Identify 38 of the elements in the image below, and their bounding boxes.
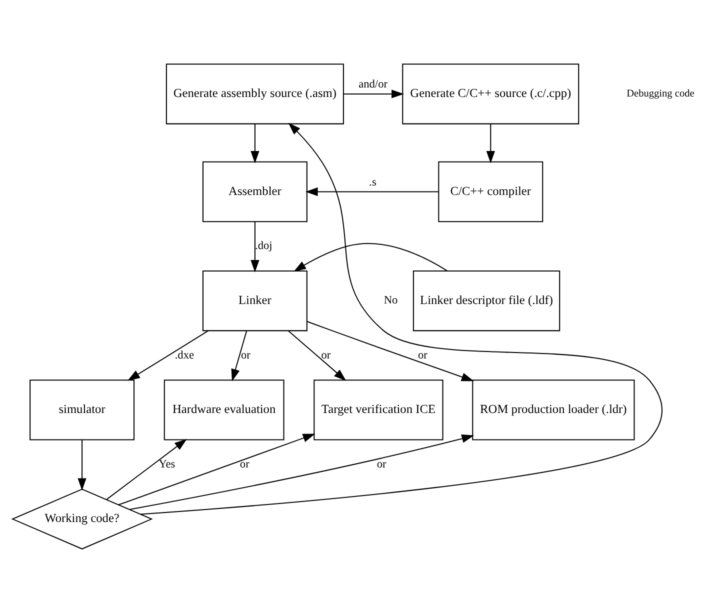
- edge-label: .doj: [255, 240, 272, 252]
- arrow: [250, 221, 260, 272]
- edge-label: or: [240, 458, 250, 470]
- edge-label: No: [384, 294, 398, 306]
- node-box: Hardware evaluation: [164, 379, 284, 440]
- node-box: Assembler: [202, 160, 308, 222]
- edge-label: .dxe: [174, 348, 194, 361]
- edge-label: .s: [369, 176, 376, 188]
- arrow: [307, 320, 474, 381]
- edge-label: or: [240, 348, 250, 361]
- node-box: Generate C/C++ source (.c/.cpp): [402, 63, 580, 124]
- edge-label: or: [321, 348, 331, 361]
- arrow: [294, 242, 448, 272]
- arrow: [140, 122, 662, 514]
- edge-label: or: [376, 458, 386, 470]
- arrow: [486, 123, 495, 163]
- node-box: simulator: [30, 379, 135, 440]
- arrow: [128, 330, 208, 380]
- arrow: [78, 439, 86, 490]
- arrow: [288, 330, 346, 380]
- arrow: [106, 438, 187, 500]
- arrow: [305, 186, 438, 196]
- arrow: [118, 433, 316, 505]
- node-box: Linker: [202, 270, 308, 331]
- arrow: [250, 123, 260, 163]
- label: Debugging code: [626, 88, 694, 100]
- node-box: ROM production loader (.ldr): [472, 379, 635, 440]
- node-box: Target verification ICE: [314, 379, 444, 440]
- arrow: [344, 89, 404, 98]
- edge-label: and/or: [358, 78, 388, 90]
- node-box: Linker descriptor file (.ldf): [412, 270, 560, 331]
- edge-label: or: [418, 348, 428, 361]
- arrow: [129, 434, 474, 510]
- node-box: Generate assembly source (.asm): [166, 63, 344, 124]
- arrow: [231, 330, 248, 381]
- node-box: C/C++ compiler: [438, 160, 544, 222]
- node-diamond: Working code?: [11, 488, 153, 549]
- edge-label: Yes: [158, 458, 176, 470]
